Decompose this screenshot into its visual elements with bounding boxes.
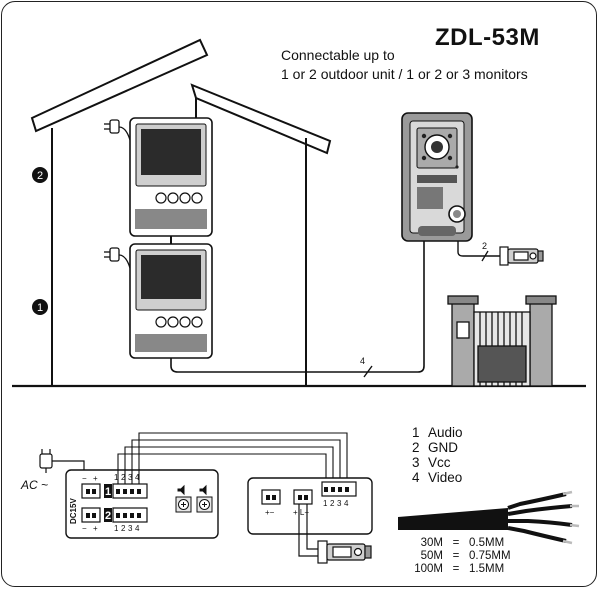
gate-lock-icon — [456, 321, 470, 339]
monitor-terminal-board: − + − + DC15V 1 1 2 3 4 2 1 2 3 4 — [65, 469, 219, 539]
wire-legend: 1 Audio 2 GND 3 Vcc 4 Video — [412, 425, 463, 485]
spec-length-3: 100M — [414, 563, 443, 575]
legend-name-1: Audio — [428, 425, 463, 440]
monitor-screen-lower — [141, 255, 201, 299]
monitor-button-unlock — [179, 192, 191, 204]
spec-length-1: 30M — [421, 537, 443, 549]
lock-cable-count: 2 — [482, 241, 487, 251]
floor-marker-2: 2 — [32, 167, 48, 183]
dc-minus-label-top: − — [82, 474, 87, 483]
house — [12, 38, 586, 388]
outdoor-pin-1: 1 — [323, 499, 328, 508]
spec-length-2: 50M — [421, 550, 443, 562]
indoor-cable-count: 4 — [360, 356, 365, 366]
legend-num-4: 4 — [412, 470, 420, 485]
monitor-speaker-grille-upper — [135, 209, 207, 229]
legend-name-4: Video — [428, 470, 462, 485]
outdoor-terminal-board: +− + L− 1 2 3 4 — [247, 477, 373, 535]
roof-right — [190, 83, 332, 155]
outdoor-name-plate — [417, 187, 443, 209]
outdoor-pin-2: 2 — [330, 499, 335, 508]
monitor-button-monitor — [167, 192, 179, 204]
terminal-block-1-tag — [104, 484, 112, 498]
block-1-pin-1: 1 — [114, 473, 119, 482]
monitor-button-intercom — [191, 192, 203, 204]
block-1-pin-4: 4 — [135, 473, 140, 482]
power-plug-lower-icon — [104, 247, 131, 269]
block-2-pin-3: 3 — [128, 524, 133, 533]
dc-plus-label-bottom: + — [93, 524, 98, 533]
cable-illustration — [398, 490, 580, 545]
outdoor-power-polarity: +− — [265, 508, 275, 517]
indoor-monitor-upper — [129, 117, 213, 237]
lock-cable — [457, 241, 500, 257]
spec-eq-3: = — [453, 563, 460, 575]
dc-output-terminal — [81, 507, 101, 523]
spec-gauge-1: 0.5MM — [469, 537, 504, 549]
terminal-block-1-label: 1 — [105, 486, 111, 498]
power-plug-upper-icon — [104, 119, 131, 141]
floor-marker-1-label: 1 — [37, 302, 43, 314]
electric-lock-icon — [499, 246, 544, 266]
four-wire-bus — [117, 432, 348, 484]
lock-wiring — [298, 504, 318, 557]
block-2-pin-1: 1 — [114, 524, 119, 533]
terminal-block-2-label: 2 — [105, 510, 111, 522]
subtitle-line-2: 1 or 2 outdoor unit / 1 or 2 or 3 monito… — [281, 66, 528, 82]
legend-name-2: GND — [428, 440, 458, 455]
outdoor-lock-terminal — [293, 489, 313, 505]
volume-icon — [175, 484, 192, 513]
terminal-block-2-tag — [104, 508, 112, 522]
outdoor-pin-4: 4 — [344, 499, 349, 508]
floor-marker-1: 1 — [32, 299, 48, 315]
legend-num-2: 2 — [412, 440, 420, 455]
outdoor-power-terminal — [261, 489, 281, 505]
outdoor-speaker-slot — [417, 175, 457, 183]
roof-left — [30, 38, 209, 133]
cable-tick-mark — [363, 365, 373, 378]
legend-num-3: 3 — [412, 455, 420, 470]
legend-name-3: Vcc — [428, 455, 451, 470]
subtitle-line-1: Connectable up to — [281, 47, 395, 63]
outdoor-camera-unit — [401, 112, 473, 242]
spec-eq-1: = — [453, 537, 460, 549]
block-2-pin-2: 2 — [121, 524, 126, 533]
ir-led-icon — [421, 133, 427, 139]
monitor-speaker-grille-lower — [135, 334, 207, 352]
dc-input-terminal — [81, 483, 101, 499]
block-1-pin-2: 2 — [121, 473, 126, 482]
monitor-button-talk — [155, 192, 167, 204]
spec-gauge-3: 1.5MM — [469, 563, 504, 575]
floor-marker-2-label: 2 — [37, 170, 43, 182]
block-2-pin-4: 4 — [135, 524, 140, 533]
spec-gauge-2: 0.75MM — [469, 550, 511, 562]
spec-eq-2: = — [453, 550, 460, 562]
lock-actuator-icon — [317, 540, 372, 564]
ringtone-icon — [196, 484, 213, 513]
outdoor-pin-3: 3 — [337, 499, 342, 508]
indoor-outdoor-cable — [170, 240, 425, 373]
ac-label: AC ~ — [20, 478, 48, 492]
legend-num-1: 1 — [412, 425, 420, 440]
monitor-screen-upper — [141, 129, 201, 175]
dc-minus-label-bottom: − — [82, 524, 87, 533]
cable-spec-table: 30M = 0.5MM 50M = 0.75MM 100M = 1.5MM — [414, 537, 510, 575]
gate — [447, 295, 557, 387]
dc-plus-label-top: + — [93, 474, 98, 483]
block-1-pin-3: 3 — [128, 473, 133, 482]
camera-lens-icon — [431, 141, 443, 153]
dc-voltage-label: DC15V — [69, 498, 78, 524]
outdoor-lock-polarity: + L− — [293, 508, 309, 517]
indoor-monitor-lower — [129, 243, 213, 359]
model-title: ZDL-53M — [435, 24, 540, 51]
